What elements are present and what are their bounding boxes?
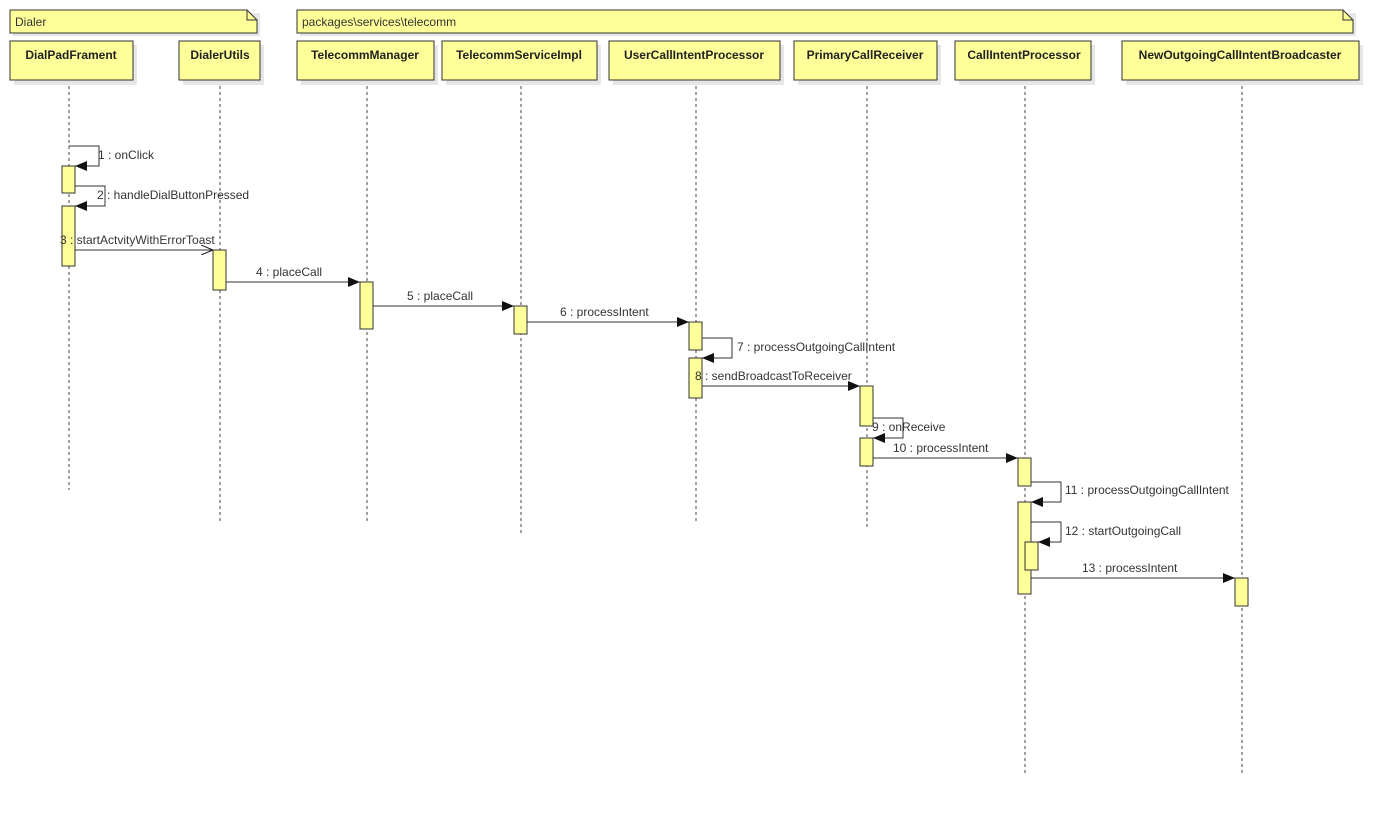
package-dialer: Dialer bbox=[9, 9, 260, 36]
activation-bar bbox=[859, 385, 874, 427]
message-12: 12 : startOutgoingCall bbox=[1031, 521, 1181, 547]
message-8: 8 : sendBroadcastToReceiver bbox=[695, 369, 860, 391]
activation-bar bbox=[61, 205, 76, 267]
message-10: 10 : processIntent bbox=[873, 441, 1018, 463]
message-9-label: 9 : onReceive bbox=[872, 420, 946, 434]
message-6-label: 6 : processIntent bbox=[560, 305, 649, 319]
lifeline-dialerutils: DialerUtils bbox=[178, 40, 264, 524]
message-3: 3 : startActvityWithErrorToast bbox=[60, 233, 215, 250]
activation-bar bbox=[1017, 457, 1032, 487]
activation-bar bbox=[1024, 541, 1039, 571]
activation-bars bbox=[61, 165, 1249, 607]
activation-bar bbox=[859, 437, 874, 467]
message-11: 11 : processOutgoingCallIntent bbox=[1031, 481, 1230, 507]
activation-bar bbox=[61, 165, 76, 194]
message-3-label: 3 : startActvityWithErrorToast bbox=[60, 233, 215, 247]
message-2-label: 2 : handleDialButtonPressed bbox=[97, 188, 249, 202]
message-7: 7 : processOutgoingCallIntent bbox=[702, 337, 896, 363]
activation-bar bbox=[688, 321, 703, 351]
message-6: 6 : processIntent bbox=[527, 305, 689, 327]
message-12-label: 12 : startOutgoingCall bbox=[1065, 524, 1181, 538]
message-5-label: 5 : placeCall bbox=[407, 289, 473, 303]
message-13: 13 : processIntent bbox=[1031, 561, 1235, 583]
lifeline-usercallintentprocessor-label: UserCallIntentProcessor bbox=[624, 48, 764, 62]
lifeline-telecommserviceimpl: TelecommServiceImpl bbox=[441, 40, 601, 535]
lifeline-dialpadframent-label: DialPadFrament bbox=[25, 48, 116, 62]
message-4-label: 4 : placeCall bbox=[256, 265, 322, 279]
activation-bar bbox=[513, 305, 528, 335]
message-9: 9 : onReceive bbox=[872, 417, 946, 443]
lifeline-callintentprocessor: CallIntentProcessor bbox=[954, 40, 1095, 775]
lifeline-telecommmanager-label: TelecommManager bbox=[311, 48, 419, 62]
package-dialer-label: Dialer bbox=[15, 15, 46, 29]
message-1-label: 1 : onClick bbox=[98, 148, 155, 162]
activation-bar bbox=[212, 249, 227, 291]
activation-bar bbox=[359, 281, 374, 330]
message-8-label: 8 : sendBroadcastToReceiver bbox=[695, 369, 852, 383]
activation-bar bbox=[688, 357, 703, 399]
activation-bar bbox=[1234, 577, 1249, 607]
lifeline-telecommmanager: TelecommManager bbox=[296, 40, 438, 524]
lifeline-newoutgoingcallintentbroadcaster: NewOutgoingCallIntentBroadcaster bbox=[1121, 40, 1363, 775]
lifeline-telecommserviceimpl-label: TelecommServiceImpl bbox=[456, 48, 582, 62]
lifeline-newoutgoingcallintentbroadcaster-label: NewOutgoingCallIntentBroadcaster bbox=[1139, 48, 1342, 62]
message-5: 5 : placeCall bbox=[373, 289, 514, 311]
package-telecomm-label: packages\services\telecomm bbox=[302, 15, 456, 29]
lifeline-usercallintentprocessor: UserCallIntentProcessor bbox=[608, 40, 784, 524]
message-10-label: 10 : processIntent bbox=[893, 441, 989, 455]
message-1: 1 : onClick bbox=[69, 145, 155, 171]
message-2: 2 : handleDialButtonPressed bbox=[75, 185, 249, 211]
lifeline-callintentprocessor-label: CallIntentProcessor bbox=[967, 48, 1081, 62]
lifeline-dialpadframent: DialPadFrament bbox=[9, 40, 137, 490]
package-telecomm: packages\services\telecomm bbox=[296, 9, 1356, 36]
message-13-label: 13 : processIntent bbox=[1082, 561, 1178, 575]
message-11-label: 11 : processOutgoingCallIntent bbox=[1065, 483, 1230, 497]
lifeline-primarycallreceiver: PrimaryCallReceiver bbox=[793, 40, 941, 530]
message-4: 4 : placeCall bbox=[226, 265, 360, 287]
lifeline-primarycallreceiver-label: PrimaryCallReceiver bbox=[807, 48, 924, 62]
lifeline-dialerutils-label: DialerUtils bbox=[190, 48, 250, 62]
message-7-label: 7 : processOutgoingCallIntent bbox=[737, 340, 896, 354]
